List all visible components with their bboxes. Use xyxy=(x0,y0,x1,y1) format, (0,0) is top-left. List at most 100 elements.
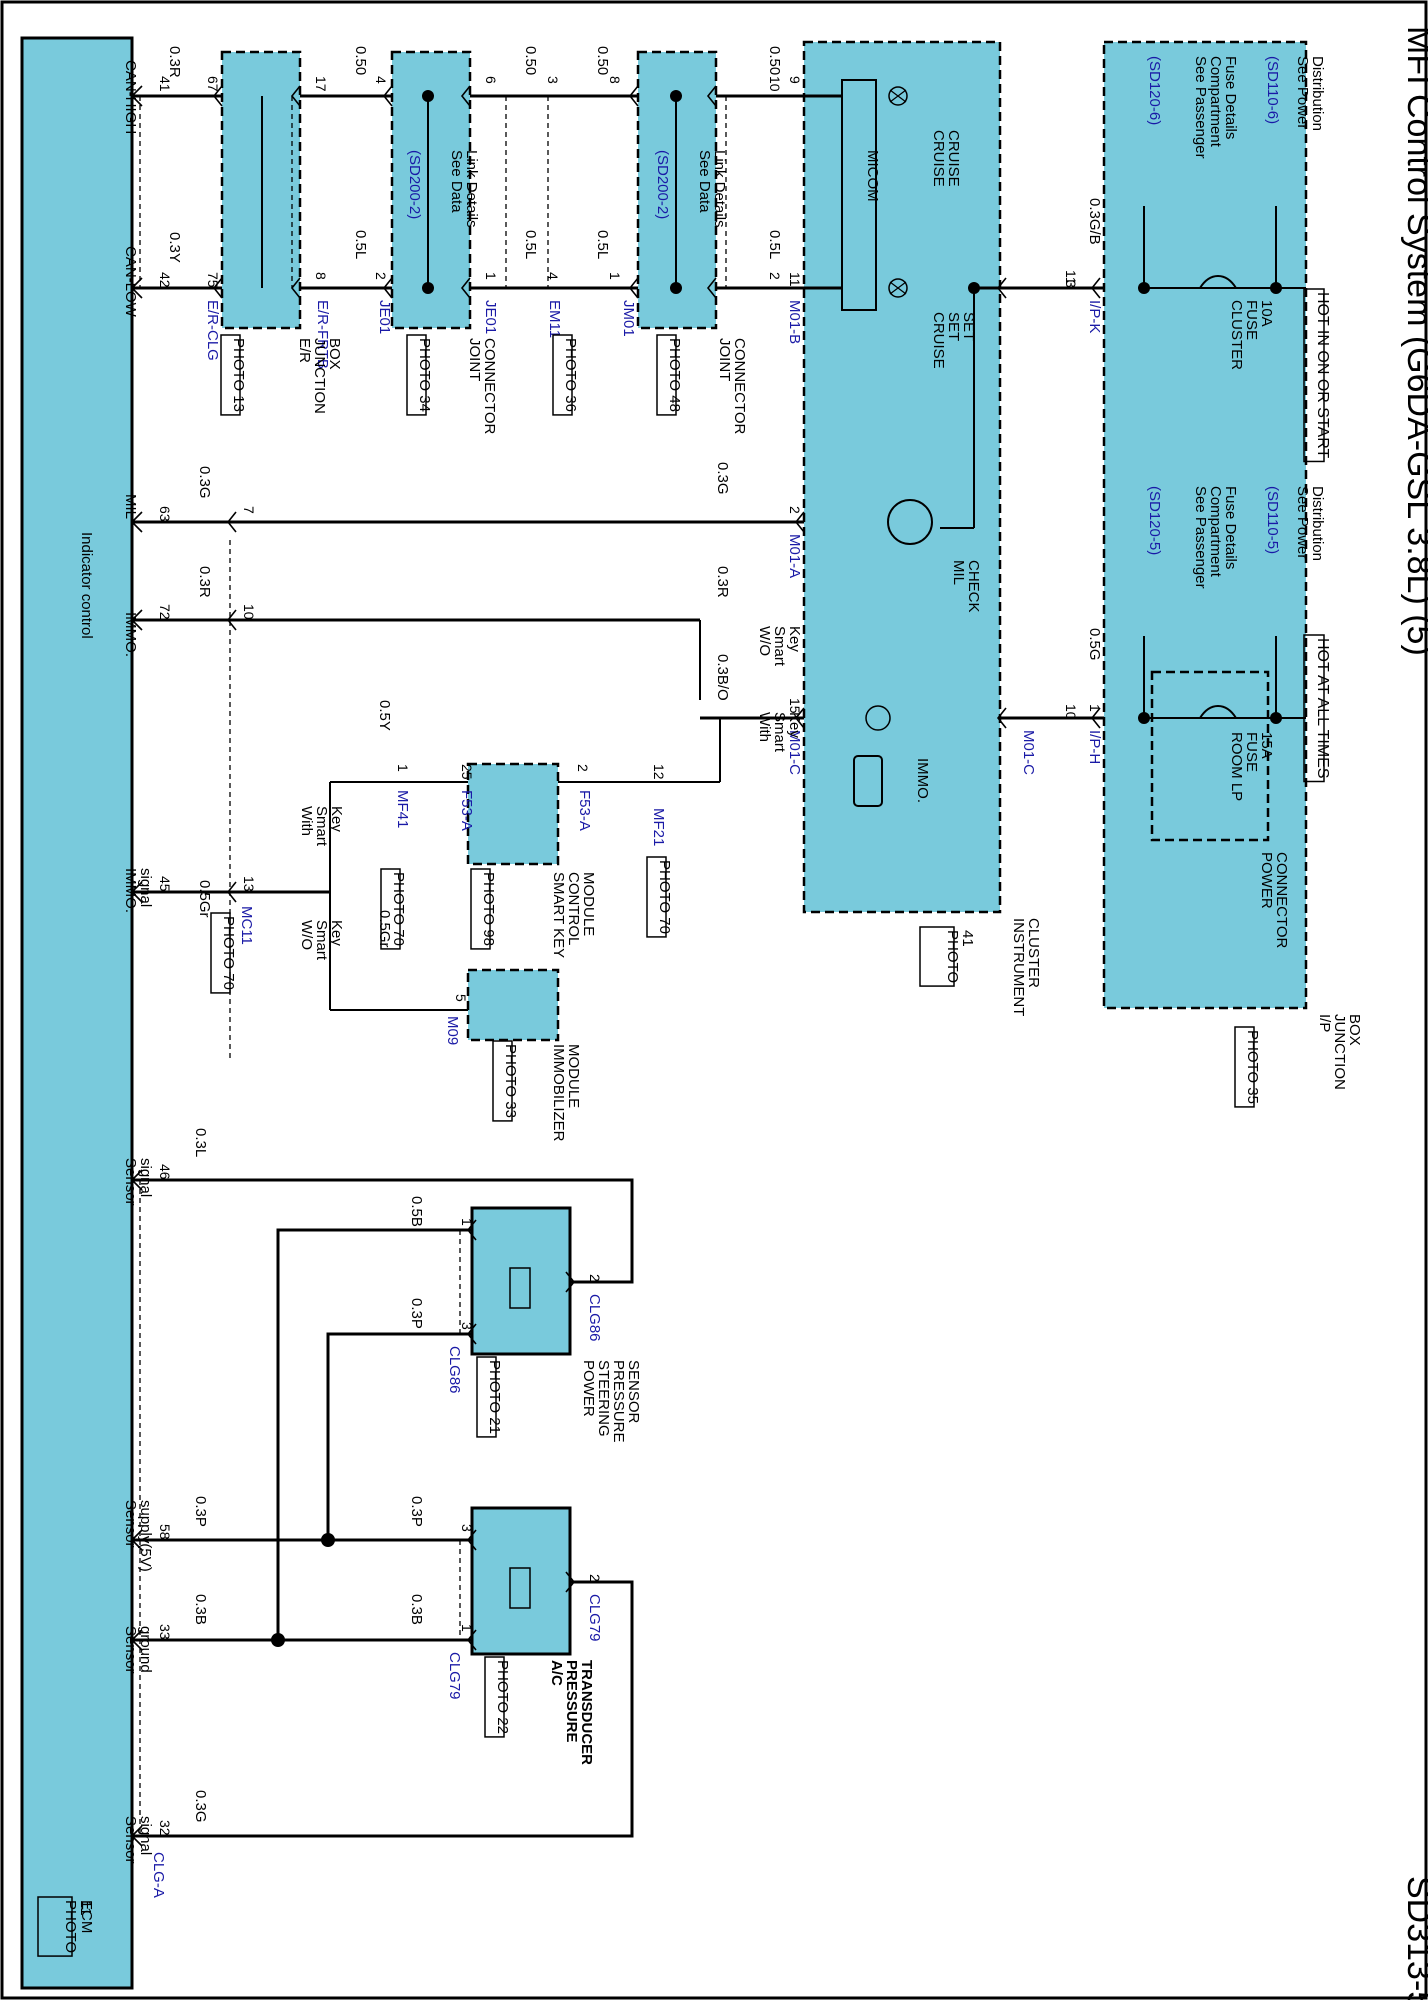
pin-label-24: 10 xyxy=(241,604,257,620)
sd200-2-link-2: (SD200-2) xyxy=(406,150,423,219)
pin-label-23: 63 xyxy=(157,506,173,522)
wire-05l-label: 0.5L xyxy=(766,230,783,259)
page-code: SD313-5 xyxy=(1400,1876,1428,2000)
photo35-label-frame xyxy=(1234,1026,1255,1108)
conn-mf41: MF41 xyxy=(394,790,411,828)
instrument-cluster-label: INSTRUMENTCLUSTER xyxy=(1010,918,1042,1016)
conn-erclg: E/R-CLG xyxy=(204,300,221,361)
mil-check-label: MILCHECK xyxy=(950,560,982,613)
power-connector-label: POWERCONNECTOR xyxy=(1258,852,1290,949)
photo70-label: PHOTO 70 xyxy=(656,860,673,934)
pin-label-20: 41 xyxy=(157,76,173,92)
pin-label-19: 75 xyxy=(205,272,221,288)
hot-in-on-or-start-label-frame xyxy=(1303,288,1325,463)
ecm-name-label: ECM xyxy=(78,1900,95,1933)
wo-smart-key-label-2: W/OSmartKey xyxy=(298,920,345,961)
ecm-photo-label-frame xyxy=(37,1896,73,1957)
photo33-label-frame xyxy=(492,1040,513,1122)
ecm-sensor-ground-label: Sensorground xyxy=(122,1626,154,1674)
pin-label-27: 2 xyxy=(575,764,591,772)
wire-03gb-label: 0.3G/B xyxy=(1086,198,1103,245)
pin-label-11: 4 xyxy=(545,272,561,280)
pin-label-37: 3 xyxy=(459,1524,475,1532)
sd200-2-link: (SD200-2) xyxy=(654,150,671,219)
wire-03g-label-2: 0.3G xyxy=(196,466,213,499)
ecm-sensor-signal-label: Sensorsignal xyxy=(122,1158,154,1206)
instrument-cluster-photo: PHOTO41 xyxy=(944,930,976,983)
pin-label-30: 13 xyxy=(241,876,257,892)
conn-f53a-2: F53-A xyxy=(458,790,475,831)
pin-label-36: 3 xyxy=(459,1322,475,1330)
wire-03r-label-2: 0.3R xyxy=(196,566,213,598)
cruise-set-label: CRUISESETSET xyxy=(930,312,977,369)
ecm-immo-signal-label: IMMO.signal xyxy=(122,868,154,913)
conn-clg86-2: CLG86 xyxy=(446,1346,463,1394)
photo48-label-frame xyxy=(656,334,677,416)
ip-junction-box-label: I/PJUNCTIONBOX xyxy=(1316,1014,1363,1090)
ecm-can-low-label: CAN-LOW xyxy=(122,246,139,318)
ac-transducer-label: A/CPRESSURETRANSDUCER xyxy=(548,1660,595,1765)
ecm-sensor-signal-label-2: Sensorsignal xyxy=(122,1816,154,1864)
pin-label-32: 5 xyxy=(453,994,469,1002)
sd120-5-link: (SD120-5) xyxy=(1146,486,1163,555)
pin-label-14: 4 xyxy=(373,76,389,84)
wire-03p-label-3: 0.3P xyxy=(192,1496,209,1527)
conn-m01b: M01-B xyxy=(786,300,803,344)
conn-m09: M09 xyxy=(444,1016,461,1045)
room-fuse-icon xyxy=(1199,705,1237,719)
photo98-label: PHOTO 98 xyxy=(480,872,497,946)
cruise-label: CRUISECRUISE xyxy=(930,130,962,187)
photo98-label-frame xyxy=(470,868,491,950)
conn-m01c: M01-C xyxy=(786,730,803,775)
wire-03y-can-label: 0.3Y xyxy=(166,232,183,263)
conn-clg79-2: CLG79 xyxy=(446,1652,463,1700)
ps-sensor-box xyxy=(470,1206,572,1356)
conn-erfrtb: E/R-FRTB xyxy=(314,300,331,369)
conn-f53a: F53-A xyxy=(576,790,593,831)
ecm-box xyxy=(20,36,134,1990)
can-wires xyxy=(132,90,842,294)
photo36-label: PHOTO 36 xyxy=(562,338,579,412)
photo36-label-frame xyxy=(552,334,573,416)
photo34-label: PHOTO 34 xyxy=(416,338,433,412)
micom-box xyxy=(841,79,877,311)
photo33-label: PHOTO 33 xyxy=(502,1044,519,1118)
pin-label-28: 25 xyxy=(459,764,475,780)
wire-03g-label-3: 0.3G xyxy=(192,1790,209,1823)
page-title: MFI Control System (G6DA-GSL 3.8L) (5) xyxy=(1400,26,1428,656)
wire-05l-label-3: 0.5L xyxy=(522,230,539,259)
conn-m01c-2: M01-C xyxy=(1020,730,1037,775)
cruise-set-lamp-icon xyxy=(888,278,908,298)
wo-smart-key-label: W/OSmartKey xyxy=(756,626,803,667)
power-connector-box xyxy=(1150,670,1270,842)
sd110-6-link: (SD110-6) xyxy=(1264,56,1281,124)
pin-label-26: 12 xyxy=(651,764,667,780)
see-passenger-fuse-label-2: See PassengerCompartmentFuse Details xyxy=(1192,486,1239,589)
photo48-label: PHOTO 48 xyxy=(666,338,683,412)
photo70-label-frame xyxy=(646,856,667,938)
pin-label-15: 2 xyxy=(373,272,389,280)
conn-clg79: CLG79 xyxy=(586,1594,603,1642)
sd110-5-link: (SD110-5) xyxy=(1264,486,1281,554)
ps-sensor-icon xyxy=(509,1267,531,1309)
wire-050-label-4: 0.50 xyxy=(352,46,369,75)
sd120-6-link: (SD120-6) xyxy=(1146,56,1163,125)
pin-label-7: 15 xyxy=(787,698,803,714)
pin-label-43: 10 xyxy=(767,76,783,92)
pin-label-29: 1 xyxy=(395,764,411,772)
pin-label-9: 1 xyxy=(607,272,623,280)
car-lock-icon xyxy=(853,755,883,807)
wire-03b-label-2: 0.3B xyxy=(192,1594,209,1625)
pin-label-12: 6 xyxy=(483,76,499,84)
conn-ipk: I/P-K xyxy=(1086,300,1103,333)
ac-sensor-icon xyxy=(509,1567,531,1609)
photo70-label-3-frame xyxy=(210,912,231,994)
see-data-link-label-2: See DataLink Details xyxy=(448,150,480,228)
wire-05l-label-4: 0.5L xyxy=(352,230,369,259)
photo70-label-3: PHOTO 70 xyxy=(220,916,237,990)
pin-label-44: 2 xyxy=(767,272,783,280)
room-lp-fuse-label: ROOM LPFUSE15A xyxy=(1228,732,1275,801)
